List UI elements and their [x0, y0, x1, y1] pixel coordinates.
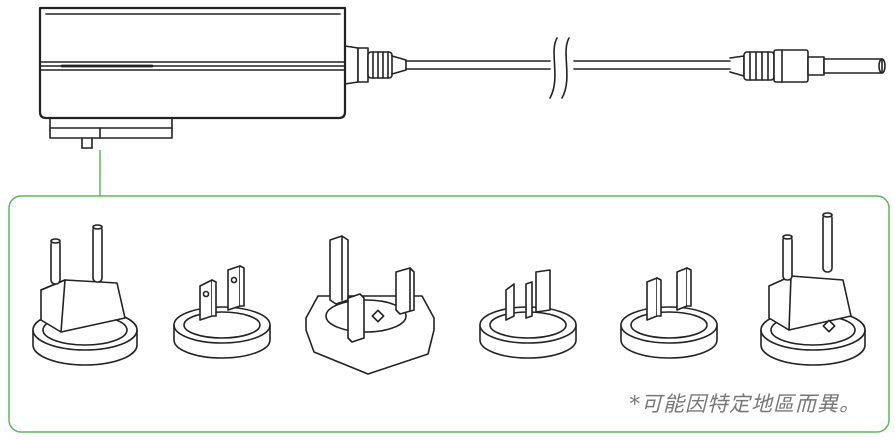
plug-adapter-5-flat-pin	[620, 267, 718, 359]
power-cable	[405, 37, 731, 99]
plug-adapter-2-flat-pin	[173, 265, 271, 359]
strain-relief	[344, 45, 407, 85]
callout	[8, 150, 890, 433]
plug-adapter-3-three-pin	[305, 235, 435, 375]
dc-barrel-connector	[729, 49, 886, 83]
plug-adapter-6-round-pin	[760, 212, 866, 366]
plug-adapter-4-angled-pin	[479, 269, 577, 359]
power-adapter-brick	[38, 6, 347, 149]
plug-adapter-1-round-pin	[32, 224, 138, 366]
region-footnote: *可能因特定地區而異。	[629, 392, 861, 416]
adapter-set-frame	[8, 195, 890, 433]
